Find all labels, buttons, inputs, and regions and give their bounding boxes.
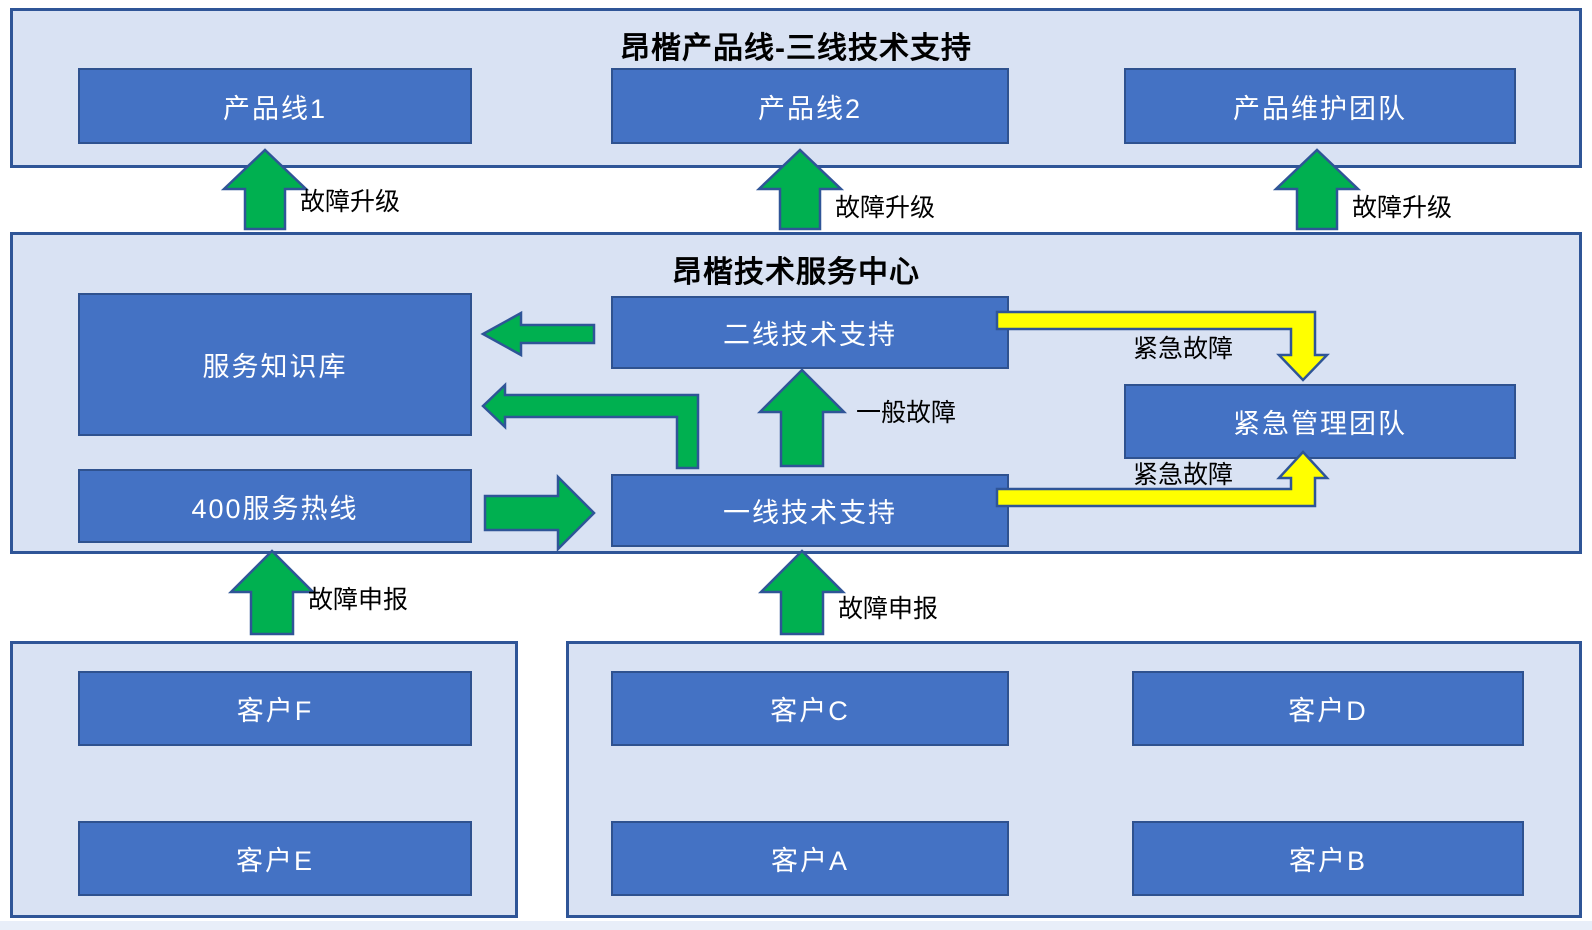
node-label: 产品线2 bbox=[757, 93, 863, 124]
node-label: 客户B bbox=[1288, 846, 1367, 876]
node-knowledge-base: 服务知识库 bbox=[78, 293, 472, 436]
node-400-hotline: 400服务热线 bbox=[78, 469, 472, 543]
label-urgent-fault: 紧急故障 bbox=[1133, 335, 1234, 363]
label-urgent-fault: 紧急故障 bbox=[1133, 461, 1234, 489]
node-product-line-2: 产品线2 bbox=[611, 68, 1009, 144]
node-product-line-1: 产品线1 bbox=[78, 68, 472, 144]
bottom-edge-strip bbox=[0, 921, 1592, 930]
node-customer-a: 客户A bbox=[611, 821, 1009, 896]
node-customer-f: 客户F bbox=[78, 671, 472, 746]
node-customer-d: 客户D bbox=[1132, 671, 1524, 746]
node-label: 紧急管理团队 bbox=[1233, 409, 1407, 439]
node-product-maintenance-team: 产品维护团队 bbox=[1124, 68, 1516, 144]
node-label: 客户E bbox=[235, 846, 314, 876]
label-fault-escalation: 故障升级 bbox=[300, 188, 401, 216]
label-fault-escalation: 故障升级 bbox=[835, 194, 936, 222]
section-customers-right: 客户C 客户D 客户A 客户B bbox=[566, 641, 1582, 918]
node-label: 服务知识库 bbox=[202, 352, 348, 382]
label-fault-report: 故障申报 bbox=[308, 586, 409, 614]
node-label: 客户C bbox=[770, 696, 850, 726]
label-fault-report: 故障申报 bbox=[838, 595, 939, 623]
node-label: 客户F bbox=[236, 696, 314, 726]
label-fault-escalation: 故障升级 bbox=[1352, 194, 1453, 222]
node-label: 一线技术支持 bbox=[723, 498, 897, 528]
label-general-fault: 一般故障 bbox=[856, 399, 957, 427]
node-label: 产品维护团队 bbox=[1233, 93, 1407, 124]
section-title-service-center: 昂楷技术服务中心 bbox=[672, 256, 920, 289]
node-emergency-management-team: 紧急管理团队 bbox=[1124, 384, 1516, 459]
section-title-product-lines: 昂楷产品线-三线技术支持 bbox=[620, 32, 972, 65]
node-label: 400服务热线 bbox=[191, 493, 359, 524]
node-label: 客户D bbox=[1288, 696, 1368, 726]
report-arrow-up-icon bbox=[227, 549, 317, 636]
node-second-line-support: 二线技术支持 bbox=[611, 296, 1009, 369]
node-label: 产品线1 bbox=[222, 93, 328, 124]
report-arrow-up-icon bbox=[757, 549, 847, 636]
section-product-lines: 昂楷产品线-三线技术支持 产品线1 产品线2 产品维护团队 bbox=[10, 8, 1582, 168]
node-customer-e: 客户E bbox=[78, 821, 472, 896]
node-label: 客户A bbox=[770, 846, 849, 876]
node-customer-c: 客户C bbox=[611, 671, 1009, 746]
section-service-center: 昂楷技术服务中心 服务知识库 二线技术支持 紧急管理团队 400服务热线 一线技… bbox=[10, 232, 1582, 554]
node-label: 二线技术支持 bbox=[723, 320, 897, 350]
node-first-line-support: 一线技术支持 bbox=[611, 474, 1009, 547]
node-customer-b: 客户B bbox=[1132, 821, 1524, 896]
section-customers-left: 客户F 客户E bbox=[10, 641, 518, 918]
